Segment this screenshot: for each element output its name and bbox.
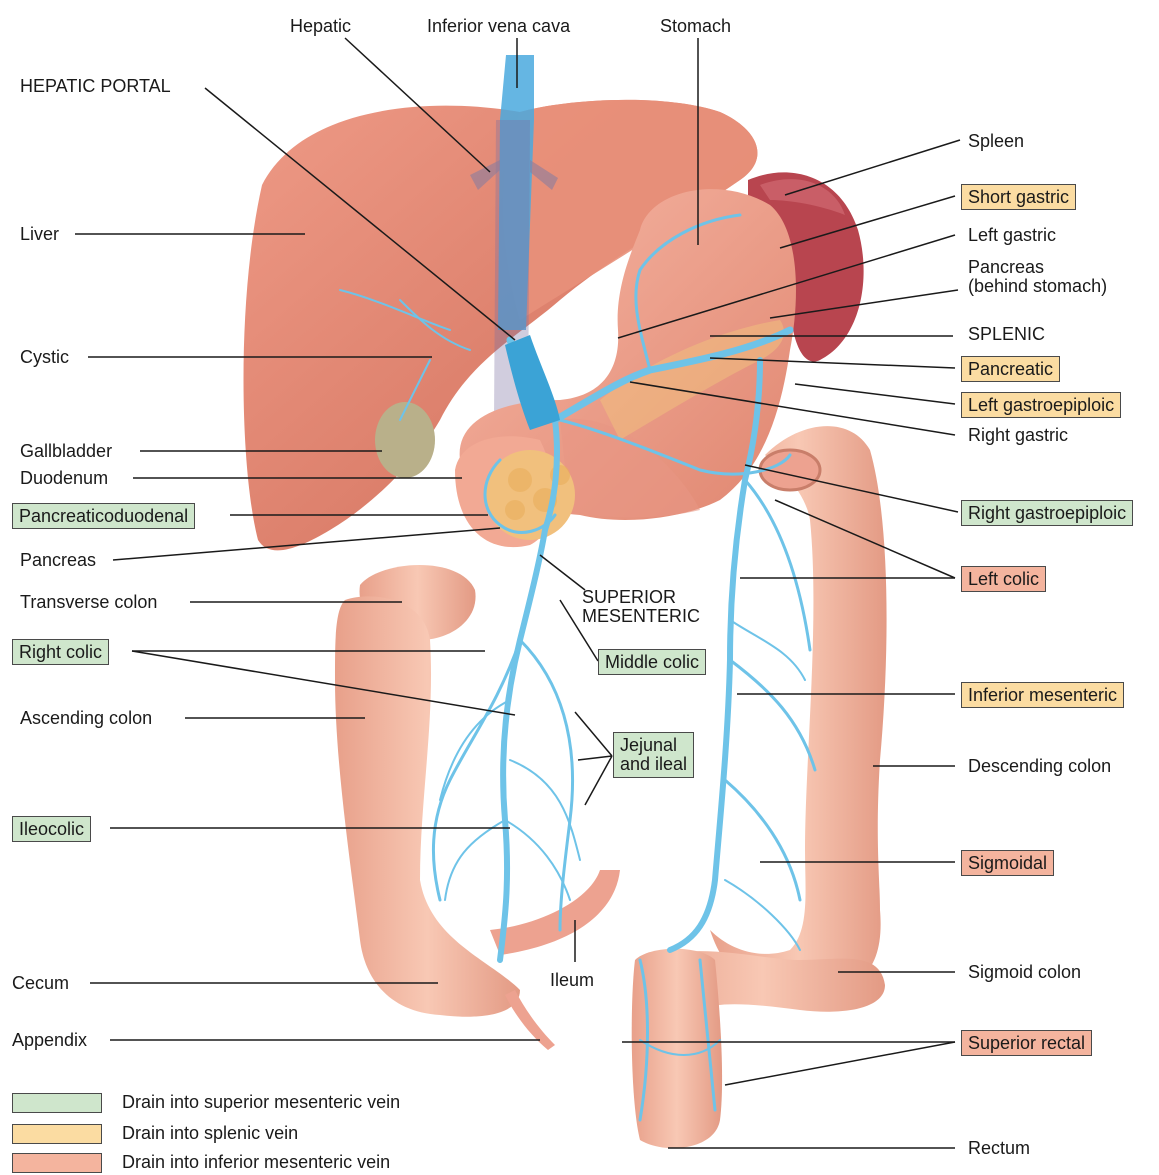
label-superior-mesenteric-line1: SUPERIOR: [582, 588, 700, 607]
label-inferior-mesenteric: Inferior mesenteric: [961, 682, 1124, 708]
label-ascending-colon: Ascending colon: [20, 708, 152, 728]
label-inferior-vena-cava: Inferior vena cava: [427, 16, 570, 36]
legend-swatch-orange: [12, 1124, 102, 1144]
label-jejunal-line2: and ileal: [620, 755, 687, 774]
label-splenic: SPLENIC: [968, 324, 1045, 344]
label-left-gastroepiploic: Left gastroepiploic: [961, 392, 1121, 418]
label-jejunal-and-ileal: Jejunal and ileal: [613, 732, 694, 778]
label-right-gastric: Right gastric: [968, 425, 1068, 445]
label-rectum: Rectum: [968, 1138, 1030, 1158]
legend-label-splenic: Drain into splenic vein: [122, 1123, 298, 1143]
label-superior-rectal: Superior rectal: [961, 1030, 1092, 1056]
label-liver: Liver: [20, 224, 59, 244]
label-pancreas-behind-line2: (behind stomach): [968, 277, 1107, 296]
label-transverse-colon: Transverse colon: [20, 592, 157, 612]
label-appendix: Appendix: [12, 1030, 87, 1050]
label-sigmoidal: Sigmoidal: [961, 850, 1054, 876]
label-pancreas-behind-stomach: Pancreas (behind stomach): [968, 258, 1107, 296]
appendix-shape: [505, 990, 555, 1050]
label-stomach: Stomach: [660, 16, 731, 36]
descending-colon-shape: [710, 426, 887, 995]
label-pancreaticoduodenal: Pancreaticoduodenal: [12, 503, 195, 529]
label-cystic: Cystic: [20, 347, 69, 367]
ascending-colon-shape: [335, 596, 520, 1016]
legend-swatch-salmon: [12, 1153, 102, 1173]
legend-swatch-green: [12, 1093, 102, 1113]
label-right-colic: Right colic: [12, 639, 109, 665]
label-short-gastric: Short gastric: [961, 184, 1076, 210]
label-pancreas: Pancreas: [20, 550, 96, 570]
label-superior-mesenteric-line2: MESENTERIC: [582, 607, 700, 626]
label-gallbladder: Gallbladder: [20, 441, 112, 461]
label-duodenum: Duodenum: [20, 468, 108, 488]
label-sigmoid-colon: Sigmoid colon: [968, 962, 1081, 982]
legend-label-superior-mesenteric: Drain into superior mesenteric vein: [122, 1092, 400, 1112]
label-ileocolic: Ileocolic: [12, 816, 91, 842]
gallbladder-shape: [375, 402, 435, 478]
label-ileum: Ileum: [550, 970, 594, 990]
label-superior-mesenteric: SUPERIOR MESENTERIC: [582, 588, 700, 626]
label-spleen: Spleen: [968, 131, 1024, 151]
label-hepatic: Hepatic: [290, 16, 351, 36]
label-jejunal-line1: Jejunal: [620, 736, 687, 755]
label-right-gastroepiploic: Right gastroepiploic: [961, 500, 1133, 526]
label-left-colic: Left colic: [961, 566, 1046, 592]
legend-label-inferior-mesenteric: Drain into inferior mesenteric vein: [122, 1152, 390, 1172]
label-hepatic-portal: HEPATIC PORTAL: [20, 76, 171, 96]
label-cecum: Cecum: [12, 973, 69, 993]
label-descending-colon: Descending colon: [968, 756, 1111, 776]
label-pancreatic: Pancreatic: [961, 356, 1060, 382]
label-left-gastric: Left gastric: [968, 225, 1056, 245]
label-middle-colic: Middle colic: [598, 649, 706, 675]
label-pancreas-behind-line1: Pancreas: [968, 258, 1107, 277]
